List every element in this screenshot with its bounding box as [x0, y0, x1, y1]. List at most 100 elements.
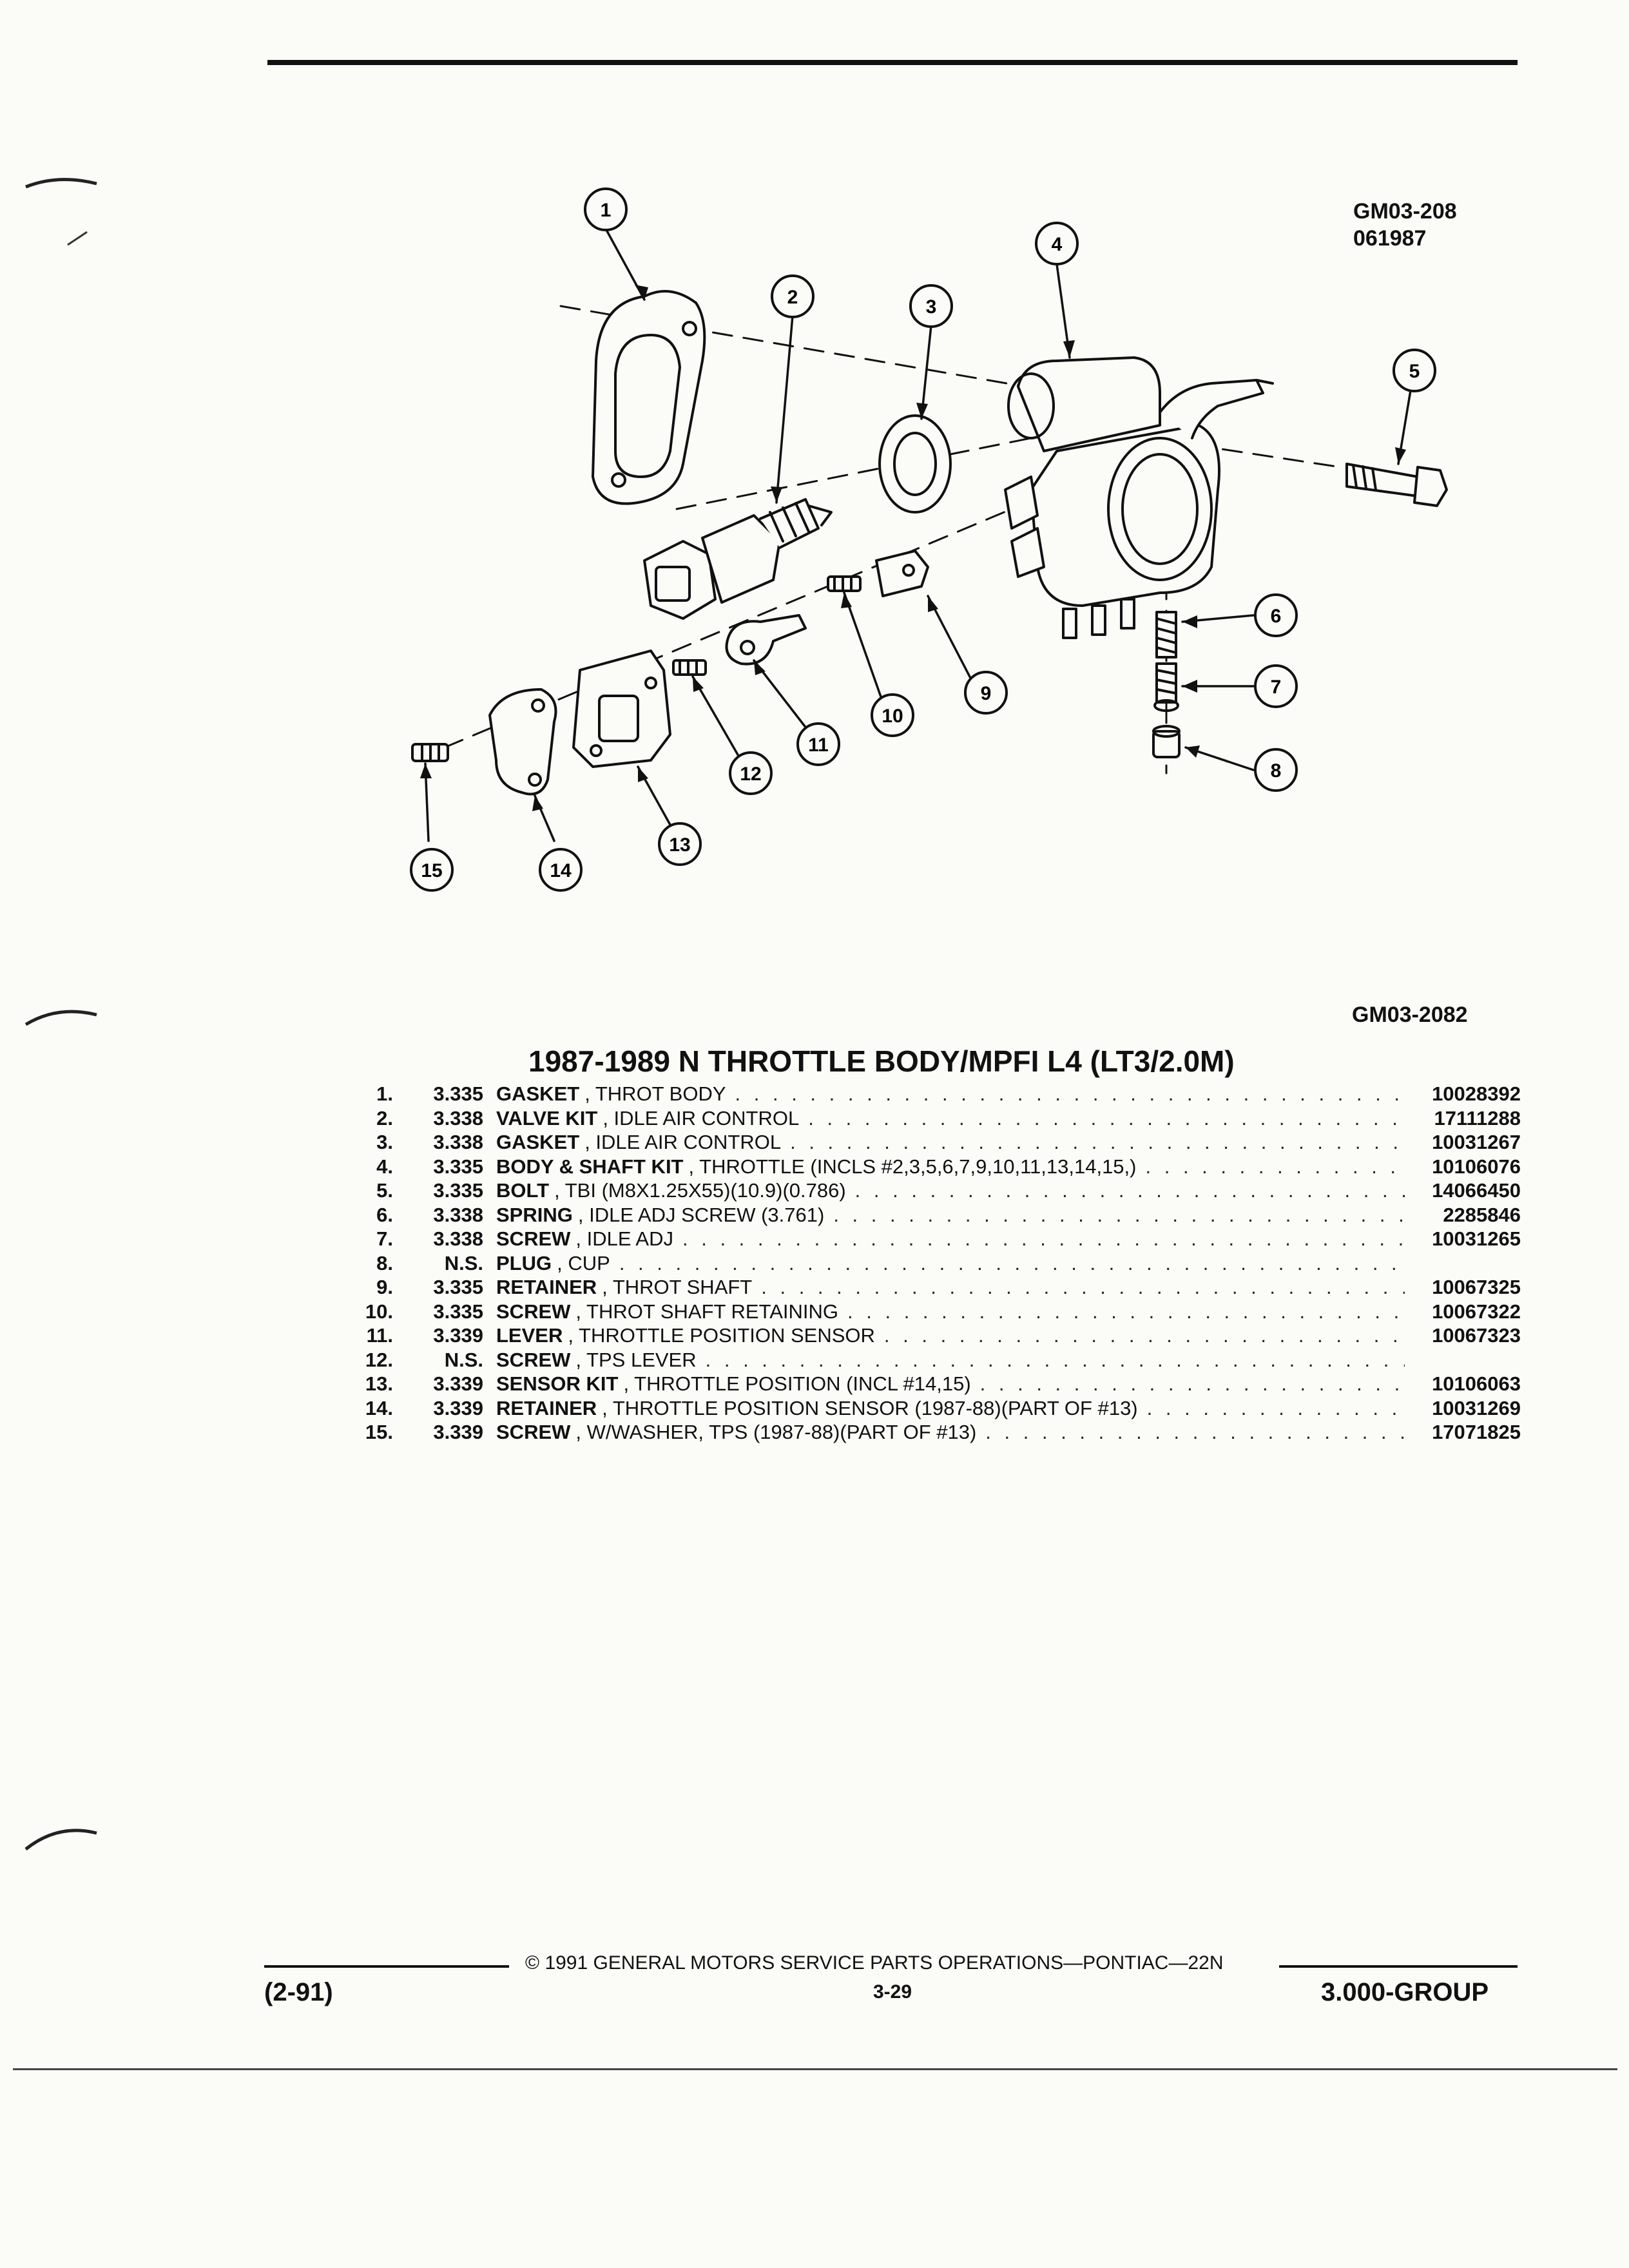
- leader-dots: [735, 1082, 1405, 1106]
- part-description: BODY & SHAFT KIT, THROTTLE (INCLS #2,3,5…: [496, 1155, 1405, 1178]
- group-number: 3.335: [433, 1300, 483, 1323]
- svg-text:2: 2: [787, 287, 798, 308]
- leader-dots: [847, 1300, 1405, 1323]
- parts-row: 3. 3.338 GASKET, IDLE AIR CONTROL 10031267: [342, 1131, 1521, 1155]
- svg-text:7: 7: [1271, 677, 1282, 698]
- tps-retainer-shape: [488, 688, 557, 796]
- svg-text:5: 5: [1409, 361, 1420, 382]
- part-description: RETAINER, THROTTLE POSITION SENSOR (1987…: [496, 1397, 1405, 1420]
- part-description: RETAINER, THROT SHAFT: [496, 1276, 1405, 1299]
- footer-rule-left: [264, 1965, 509, 1968]
- throttle-shaft-retainer-shape: [875, 550, 929, 597]
- part-number: 10031267: [1432, 1131, 1521, 1153]
- part-number: 10031269: [1432, 1396, 1521, 1419]
- cup-plug-shape: [1152, 725, 1181, 758]
- item-number: 8.: [376, 1251, 393, 1274]
- part-name: SCREW: [496, 1421, 571, 1443]
- part-detail: , IDLE AIR CONTROL: [584, 1131, 782, 1153]
- part-description: LEVER, THROTTLE POSITION SENSOR: [496, 1324, 1405, 1347]
- part-name: LEVER: [496, 1324, 563, 1347]
- leader-dots: [761, 1276, 1405, 1299]
- page-title: 1987-1989 N THROTTLE BODY/MPFI L4 (LT3/2…: [528, 1044, 1235, 1078]
- part-detail: , TPS LEVER: [575, 1348, 697, 1371]
- leader-dots: [790, 1131, 1405, 1154]
- callout-7: 7: [1254, 664, 1298, 708]
- part-name: SCREW: [496, 1348, 571, 1371]
- callout-5: 5: [1393, 349, 1436, 392]
- item-number: 2.: [376, 1106, 393, 1129]
- throttle-body-shape: [1004, 356, 1274, 639]
- group-number: 3.335: [433, 1179, 483, 1202]
- parts-row: 12.N.S.SCREW, TPS LEVER: [342, 1349, 1521, 1373]
- callout-2: 2: [771, 274, 815, 318]
- footer-rule-right: [1279, 1965, 1518, 1968]
- part-description: PLUG, CUP: [496, 1252, 1405, 1275]
- part-detail: , IDLE AIR CONTROL: [602, 1106, 800, 1129]
- footer-date: (2-91): [264, 1978, 333, 2006]
- item-number: 7.: [376, 1227, 393, 1250]
- group-number: 3.338: [433, 1227, 483, 1250]
- group-number: 3.339: [433, 1372, 483, 1395]
- leader-dots: [884, 1324, 1405, 1347]
- svg-text:12: 12: [740, 764, 761, 785]
- callout-4: 4: [1035, 222, 1079, 265]
- svg-text:9: 9: [981, 683, 992, 704]
- part-number: 2285846: [1443, 1203, 1521, 1226]
- group-number: 3.338: [433, 1106, 483, 1129]
- item-number: 13.: [365, 1372, 393, 1395]
- idle-adj-screw-shape: [1153, 662, 1179, 712]
- group-number: N.S.: [444, 1348, 483, 1371]
- callout-1: 1: [584, 187, 628, 231]
- figure-date-top: 061987: [1353, 226, 1427, 251]
- part-name: SPRING: [496, 1203, 573, 1226]
- part-detail: , THROT SHAFT RETAINING: [575, 1300, 839, 1323]
- group-number: 3.338: [433, 1131, 483, 1153]
- part-detail: , IDLE ADJ SCREW (3.761): [577, 1203, 825, 1226]
- part-number: 10106076: [1432, 1155, 1521, 1178]
- part-number: 10067325: [1432, 1276, 1521, 1298]
- part-number: 10067323: [1432, 1324, 1521, 1347]
- group-number: N.S.: [444, 1251, 483, 1274]
- parts-row: 8. N.S. PLUG, CUP: [342, 1252, 1521, 1276]
- callout-9: 9: [964, 671, 1008, 715]
- part-name: BOLT: [496, 1179, 550, 1202]
- gasket-idle-air-shape: [878, 414, 952, 514]
- item-number: 11.: [366, 1324, 393, 1347]
- tps-lever-shape: [725, 614, 807, 666]
- part-number: 17071825: [1432, 1421, 1521, 1443]
- part-name: RETAINER: [496, 1276, 597, 1298]
- part-name: PLUG: [496, 1251, 552, 1274]
- svg-text:10: 10: [882, 706, 903, 727]
- figure-code-bottom: GM03-2082: [1352, 1003, 1468, 1027]
- part-description: SCREW, W/WASHER, TPS (1987-88)(PART OF #…: [496, 1421, 1405, 1444]
- leader-dots: [855, 1179, 1405, 1202]
- part-name: SCREW: [496, 1227, 571, 1250]
- tps-screw-shape: [411, 743, 449, 762]
- item-number: 15.: [365, 1421, 393, 1443]
- item-number: 1.: [376, 1082, 393, 1105]
- leader-dots: [1146, 1155, 1405, 1178]
- part-description: SENSOR KIT, THROTTLE POSITION (INCL #14,…: [496, 1372, 1405, 1396]
- part-description: VALVE KIT, IDLE AIR CONTROL: [496, 1107, 1405, 1130]
- item-number: 4.: [376, 1155, 393, 1178]
- item-number: 3.: [376, 1131, 393, 1153]
- svg-text:8: 8: [1271, 760, 1282, 782]
- callout-14: 14: [539, 848, 583, 892]
- callout-11: 11: [796, 722, 840, 766]
- group-number: 3.335: [433, 1082, 483, 1105]
- callout-3: 3: [909, 284, 953, 328]
- item-number: 10.: [365, 1300, 393, 1323]
- part-name: SCREW: [496, 1300, 571, 1323]
- group-number: 3.335: [433, 1276, 483, 1298]
- part-detail: , THROTTLE POSITION (INCL #14,15): [623, 1372, 971, 1395]
- part-name: GASKET: [496, 1131, 580, 1153]
- part-description: SPRING, IDLE ADJ SCREW (3.761): [496, 1204, 1405, 1227]
